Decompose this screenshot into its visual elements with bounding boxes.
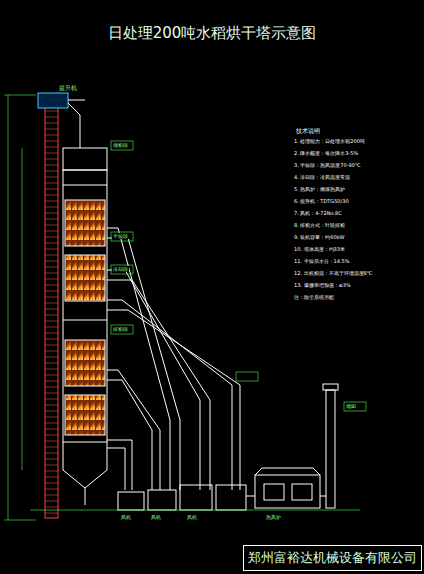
part-label: 烟囱 <box>345 403 357 409</box>
note-line: 3. 干燥段：热风温度70-90℃ <box>293 162 362 168</box>
note-line: 13. 爆腰率增加值：≤3% <box>293 282 352 288</box>
note-line: 1. 处理能力：日处理水稻200吨 <box>293 138 366 144</box>
note-line: 9. 装机容量：约60kW <box>293 234 346 240</box>
part-label: 排粮段 <box>112 326 129 332</box>
note-line: 6. 提升机：TDTG50/30 <box>293 198 350 204</box>
note-line: 4. 冷却段：冷风温度常温 <box>293 174 351 180</box>
part-label: 风机 <box>150 514 162 520</box>
note-line: 12. 出机粮温：不高于环境温度8℃ <box>293 270 373 276</box>
note-line: 8. 排粮方式：叶轮排粮 <box>293 222 346 228</box>
note-line: 5. 热风炉：燃煤热风炉 <box>293 186 346 192</box>
note-line: 11. 干燥后水分：14.5% <box>293 258 350 264</box>
note-line: 10. 塔体高度：约33米 <box>293 246 346 252</box>
part-label: 提升机 <box>58 84 78 91</box>
part-label: 储粮段 <box>112 142 129 148</box>
note-line: 2. 降水幅度：每次降水3-5% <box>293 150 359 156</box>
diagram-title: 日处理200吨水稻烘干塔示意图 <box>0 24 424 43</box>
part-label: 干燥段 <box>112 233 129 239</box>
note-line: 注：除尘系统另配 <box>293 294 335 300</box>
part-label: 热风炉 <box>265 514 282 520</box>
notes-heading: 技术说明 <box>295 127 321 134</box>
note-line: 7. 风机：4-72No.8C <box>293 210 343 216</box>
part-label: 冷却段 <box>112 266 129 272</box>
part-label: 风机 <box>186 514 198 520</box>
part-label: 风机 <box>120 514 132 520</box>
company-box: 郑州富裕达机械设备有限公司 <box>243 545 422 571</box>
company-name: 郑州富裕达机械设备有限公司 <box>248 549 417 567</box>
